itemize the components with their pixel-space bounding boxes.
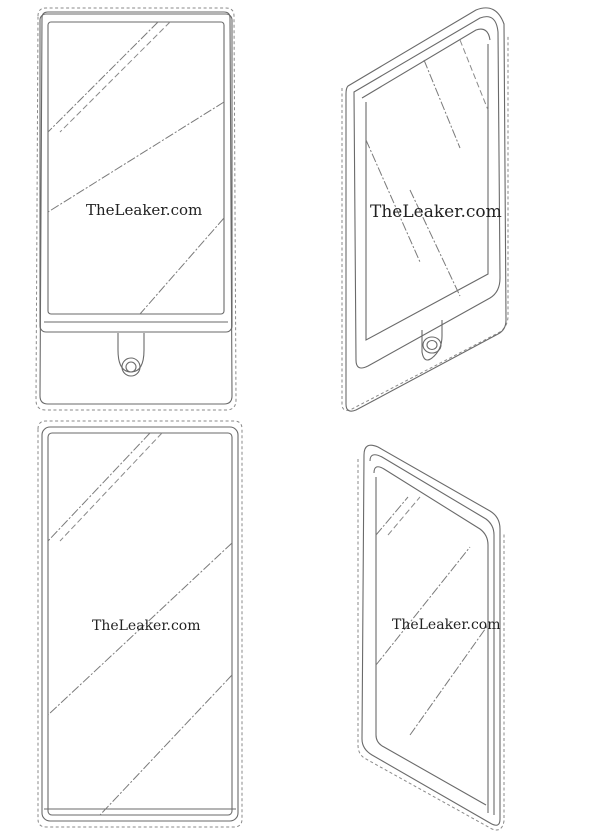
watermark-text: TheLeaker.com xyxy=(92,618,201,634)
phone-front-view-full-screen: TheLeaker.com xyxy=(0,415,300,831)
watermark-text: TheLeaker.com xyxy=(86,201,203,219)
phone-front-view-with-home-button: TheLeaker.com xyxy=(0,0,300,415)
phone-front-outline-drawing xyxy=(35,7,237,411)
watermark-text: TheLeaker.com xyxy=(392,617,501,633)
phone-front-full-outline-drawing xyxy=(37,420,243,828)
phone-perspective-view-with-home-button: TheLeaker.com xyxy=(300,0,600,415)
phone-perspective-outline-drawing xyxy=(341,7,509,412)
phone-perspective-full-outline-drawing xyxy=(357,444,505,831)
watermark-text: TheLeaker.com xyxy=(370,202,502,222)
phone-perspective-view-full-screen: TheLeaker.com xyxy=(300,415,600,831)
